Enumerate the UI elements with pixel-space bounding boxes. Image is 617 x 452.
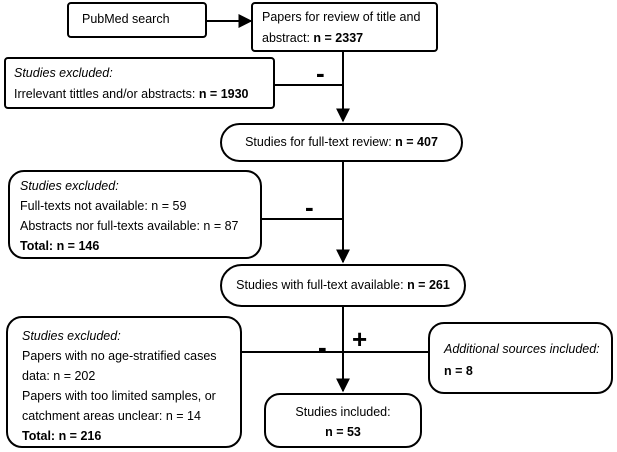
excluded3-line1: Papers with no age-stratified cases [22,349,217,363]
excluded3-line4: catchment areas unclear: n = 14 [22,409,201,423]
excluded1-reason: Irrelevant tittles and/or abstracts: [14,87,199,101]
additional-sources-box: Additional sources included: n = 8 [428,322,613,394]
minus-sign-1: - [316,58,325,88]
minus-sign-3: - [318,332,327,362]
review-line1: Papers for review of title and [262,10,421,24]
pubmed-search-label: PubMed search [82,12,170,26]
additional-count: n = 8 [444,364,473,378]
fulltext-available-box: Studies with full-text available: n = 26… [220,264,466,307]
additional-heading: Additional sources included: [444,342,600,356]
excluded2-line1: Full-texts not available: n = 59 [20,199,187,213]
fulltext-review-box: Studies for full-text review: n = 407 [220,123,463,162]
review-count: n = 2337 [313,31,364,45]
fulltext-review-label: Studies for full-text review: [245,135,396,149]
excluded-box-1: Studies excluded: Irrelevant tittles and… [4,57,275,109]
excluded3-line2: data: n = 202 [22,369,96,383]
excluded2-heading: Studies excluded: [20,179,119,193]
excluded3-heading: Studies excluded: [22,329,121,343]
fulltext-available-count: n = 261 [407,278,450,292]
plus-sign: + [352,324,368,354]
included-label: Studies included: [295,405,391,419]
excluded1-count: n = 1930 [198,87,249,101]
studies-included-box: Studies included: n = 53 [264,393,422,448]
excluded3-line3: Papers with too limited samples, or [22,389,216,403]
fulltext-review-count: n = 407 [395,135,438,149]
excluded-box-2: Studies excluded: Full-texts not availab… [8,170,262,259]
excluded2-line2: Abstracts nor full-texts available: n = … [20,219,239,233]
excluded3-total: Total: n = 216 [22,429,102,443]
minus-sign-2: - [305,192,314,222]
review-box: Papers for review of title and abstract:… [251,2,438,52]
excluded1-heading: Studies excluded: [14,66,113,80]
included-count: n = 53 [325,425,361,439]
fulltext-available-label: Studies with full-text available: [236,278,408,292]
review-line2-prefix: abstract: [262,31,314,45]
excluded-box-3: Studies excluded: Papers with no age-str… [6,316,242,448]
excluded2-total: Total: n = 146 [20,239,100,253]
pubmed-search-box: PubMed search [67,2,207,38]
